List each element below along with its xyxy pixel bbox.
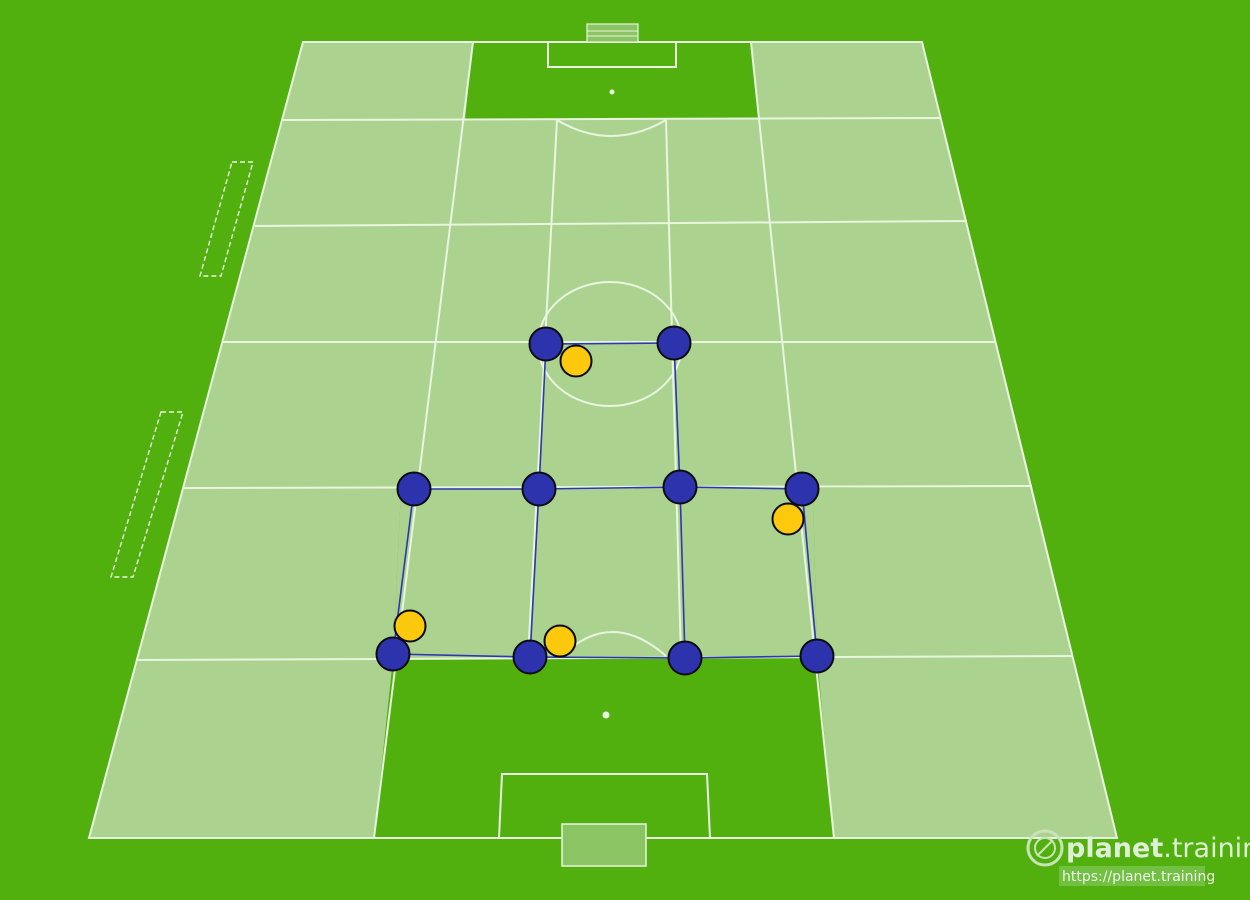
blue-player[interactable]: [375, 636, 411, 672]
link: [679, 486, 803, 490]
blue-team: [375, 325, 835, 676]
link: [538, 343, 547, 490]
watermark: planet.training https://planet.training: [1026, 829, 1250, 886]
yellow-player[interactable]: [559, 344, 593, 378]
planet-training-logo-icon: [1026, 829, 1064, 867]
top-goal-net: [586, 23, 639, 43]
link: [392, 653, 531, 658]
zone-line-h1: [282, 117, 942, 121]
top-goal: [586, 23, 639, 43]
pitch-markings: [87, 41, 1119, 839]
blue-player[interactable]: [784, 471, 820, 507]
blue-player[interactable]: [667, 640, 703, 676]
top-penalty-arc: [556, 119, 667, 137]
blue-player[interactable]: [528, 326, 564, 362]
url-backdrop: [1059, 866, 1205, 886]
top-penalty-spot: [609, 89, 615, 95]
zone-line-h4: [183, 485, 1033, 489]
bottom-goal: [561, 823, 647, 867]
link: [538, 486, 681, 490]
link: [684, 655, 818, 659]
blue-player[interactable]: [396, 471, 432, 507]
yellow-player[interactable]: [543, 624, 577, 658]
zone-bottom-left: [89, 488, 401, 838]
link: [673, 342, 681, 488]
yellow-player[interactable]: [393, 609, 427, 643]
brand-bold: planet: [1066, 833, 1163, 864]
bench-lower: [110, 411, 184, 578]
link: [679, 486, 686, 659]
link: [529, 656, 686, 659]
brand-url[interactable]: https://planet.training: [1062, 869, 1215, 885]
zone-line-h2: [254, 220, 968, 227]
link: [545, 342, 675, 345]
zone-line-v-left: [373, 41, 474, 839]
yellow-player[interactable]: [771, 502, 805, 536]
link: [801, 488, 818, 657]
bottom-goal-box: [497, 773, 712, 839]
blue-player[interactable]: [521, 471, 557, 507]
zone-middle-band: [184, 118, 1032, 658]
bench-upper: [199, 161, 254, 277]
link: [529, 488, 540, 658]
zone-bottom-right: [813, 486, 1117, 838]
blue-player[interactable]: [656, 325, 692, 361]
zone-line-v-inner-right: [665, 119, 682, 659]
blue-player[interactable]: [799, 638, 835, 674]
top-goal-box: [547, 41, 677, 68]
brand-name: planet.training: [1066, 833, 1250, 864]
pitch-outline: [87, 41, 1119, 839]
blue-player[interactable]: [512, 639, 548, 675]
zone-line-v-right: [750, 41, 835, 839]
bottom-penalty-spot: [602, 711, 610, 719]
blue-player[interactable]: [662, 469, 698, 505]
zone-line-v-inner-left: [527, 119, 558, 659]
zone-top-left: [283, 42, 473, 120]
zone-top-right: [751, 42, 941, 118]
yellow-team: [393, 344, 805, 658]
brand-rest: .training: [1163, 833, 1250, 864]
pitch-zones: [89, 42, 1117, 838]
